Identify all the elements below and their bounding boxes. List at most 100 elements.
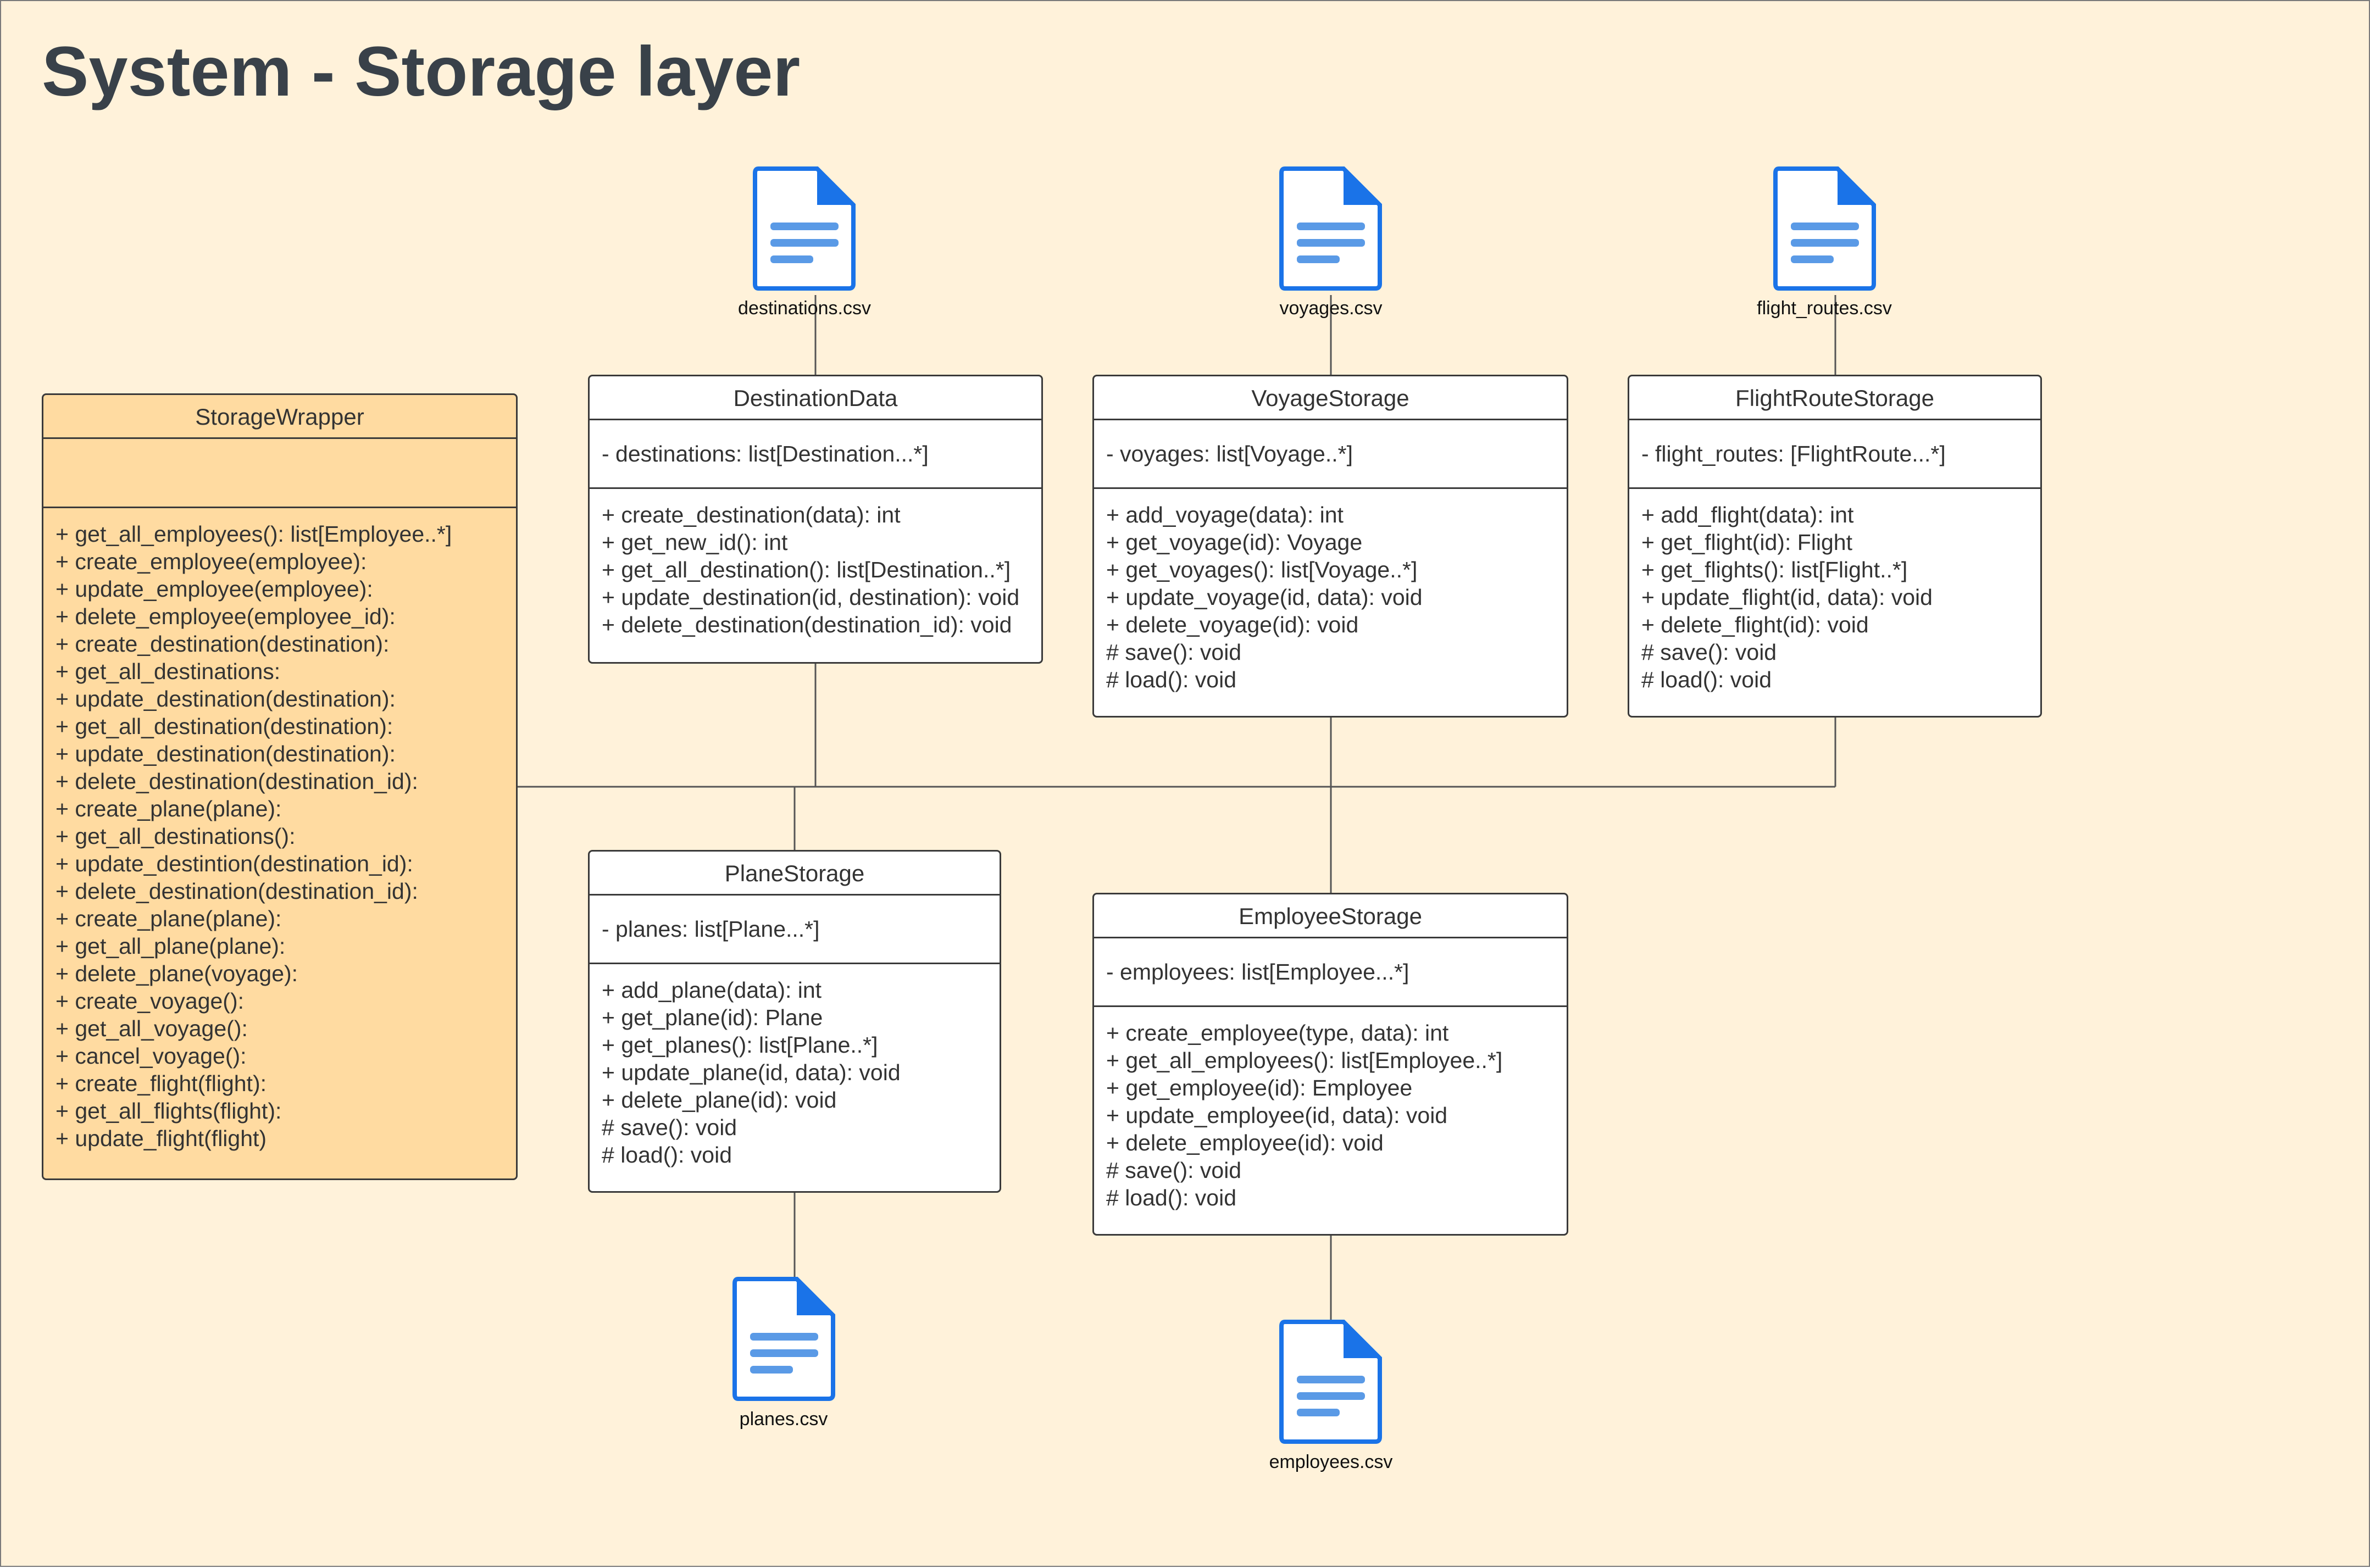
method: # save(): void bbox=[1641, 640, 1777, 665]
method: + cancel_voyage(): bbox=[55, 1043, 247, 1069]
method: + create_destination(data): int bbox=[602, 502, 901, 527]
method: + add_plane(data): int bbox=[602, 977, 822, 1003]
attribute: - destinations: list[Destination...*] bbox=[602, 441, 929, 466]
class-methods: + add_plane(data): int + get_plane(id): … bbox=[590, 964, 1000, 1169]
class-flight-route-storage: FlightRouteStorage - flight_routes: [Fli… bbox=[1628, 375, 2042, 718]
method: + delete_employee(employee_id): bbox=[55, 604, 396, 629]
file-employees bbox=[1279, 1320, 1382, 1444]
class-methods: + add_flight(data): int + get_flight(id)… bbox=[1629, 489, 2040, 693]
file-label-voyages: voyages.csv bbox=[1279, 298, 1383, 319]
class-attributes: - destinations: list[Destination...*] bbox=[590, 420, 1041, 489]
method: + delete_voyage(id): void bbox=[1106, 612, 1359, 637]
file-flight-routes bbox=[1773, 166, 1876, 291]
class-destination-data: DestinationData - destinations: list[Des… bbox=[588, 375, 1043, 664]
class-attributes: - planes: list[Plane...*] bbox=[590, 896, 1000, 964]
method: + get_new_id(): int bbox=[602, 530, 788, 555]
method: + create_plane(plane): bbox=[55, 796, 282, 821]
file-destinations bbox=[753, 166, 856, 291]
method: + get_all_voyage(): bbox=[55, 1016, 248, 1041]
method: + get_all_destination(): list[Destinatio… bbox=[602, 557, 1011, 582]
method: + delete_flight(id): void bbox=[1641, 612, 1869, 637]
method: + update_employee(id, data): void bbox=[1106, 1103, 1448, 1128]
class-name: EmployeeStorage bbox=[1094, 894, 1567, 938]
class-attributes: - voyages: list[Voyage..*] bbox=[1094, 420, 1567, 489]
method: + delete_destination(destination_id): bbox=[55, 769, 418, 794]
method: + add_flight(data): int bbox=[1641, 502, 1854, 527]
attribute: - planes: list[Plane...*] bbox=[602, 916, 820, 942]
method: + get_flights(): list[Flight..*] bbox=[1641, 557, 1908, 582]
class-methods: + get_all_employees(): list[Employee..*]… bbox=[43, 508, 516, 1152]
method: + create_plane(plane): bbox=[55, 906, 282, 931]
class-employee-storage: EmployeeStorage - employees: list[Employ… bbox=[1092, 893, 1568, 1236]
method: + get_voyage(id): Voyage bbox=[1106, 530, 1363, 555]
class-methods: + add_voyage(data): int + get_voyage(id)… bbox=[1094, 489, 1567, 693]
method: + get_voyages(): list[Voyage..*] bbox=[1106, 557, 1418, 582]
method: + update_voyage(id, data): void bbox=[1106, 585, 1423, 610]
method: # save(): void bbox=[1106, 1158, 1242, 1183]
method: + update_plane(id, data): void bbox=[602, 1060, 901, 1085]
method: + get_employee(id): Employee bbox=[1106, 1075, 1413, 1100]
method: # save(): void bbox=[602, 1115, 737, 1140]
method: + get_plane(id): Plane bbox=[602, 1005, 823, 1030]
file-label-destinations: destinations.csv bbox=[738, 298, 871, 319]
method: + delete_destination(destination_id): vo… bbox=[602, 612, 1012, 637]
method: + get_all_flights(flight): bbox=[55, 1098, 282, 1124]
method: + create_destination(destination): bbox=[55, 631, 390, 657]
file-planes bbox=[732, 1277, 835, 1401]
document-icon bbox=[1773, 166, 1876, 291]
method: + update_destination(destination): bbox=[55, 741, 396, 766]
method: + delete_employee(id): void bbox=[1106, 1130, 1384, 1155]
document-icon bbox=[1279, 166, 1382, 291]
method: + update_destination(destination): bbox=[55, 686, 396, 711]
class-name: DestinationData bbox=[590, 376, 1041, 420]
class-attributes: - employees: list[Employee...*] bbox=[1094, 938, 1567, 1007]
diagram-title: System - Storage layer bbox=[42, 32, 801, 111]
class-name: VoyageStorage bbox=[1094, 376, 1567, 420]
method: # load(): void bbox=[602, 1142, 732, 1167]
method: # load(): void bbox=[1106, 667, 1237, 692]
class-name: FlightRouteStorage bbox=[1629, 376, 2040, 420]
file-label-planes: planes.csv bbox=[739, 1409, 828, 1430]
method: + create_employee(employee): bbox=[55, 549, 367, 574]
method: + get_all_destinations(): bbox=[55, 824, 296, 849]
file-label-flight-routes: flight_routes.csv bbox=[1757, 298, 1892, 319]
attribute: - employees: list[Employee...*] bbox=[1106, 959, 1409, 985]
method: + delete_destination(destination_id): bbox=[55, 878, 418, 904]
method: + add_voyage(data): int bbox=[1106, 502, 1344, 527]
document-icon bbox=[1279, 1320, 1382, 1444]
attribute: - voyages: list[Voyage..*] bbox=[1106, 441, 1353, 466]
method: + delete_plane(id): void bbox=[602, 1087, 837, 1113]
method: + update_flight(flight) bbox=[55, 1126, 267, 1151]
method: + get_all_destinations: bbox=[55, 659, 281, 684]
method: + get_planes(): list[Plane..*] bbox=[602, 1032, 878, 1058]
method: # load(): void bbox=[1641, 667, 1772, 692]
class-name: PlaneStorage bbox=[590, 852, 1000, 896]
file-label-employees: employees.csv bbox=[1269, 1452, 1393, 1472]
class-voyage-storage: VoyageStorage - voyages: list[Voyage..*]… bbox=[1092, 375, 1568, 718]
method: + create_employee(type, data): int bbox=[1106, 1020, 1449, 1046]
method: + update_destination(id, destination): v… bbox=[602, 585, 1020, 610]
method: + get_all_plane(plane): bbox=[55, 933, 286, 959]
method: + create_voyage(): bbox=[55, 988, 244, 1014]
attribute: - flight_routes: [FlightRoute...*] bbox=[1641, 441, 1946, 466]
method: + get_all_employees(): list[Employee..*] bbox=[1106, 1048, 1503, 1073]
class-storage-wrapper: StorageWrapper + get_all_employees(): li… bbox=[42, 393, 518, 1180]
class-plane-storage: PlaneStorage - planes: list[Plane...*] +… bbox=[588, 850, 1001, 1193]
method: + create_flight(flight): bbox=[55, 1071, 267, 1096]
method: # load(): void bbox=[1106, 1185, 1237, 1210]
method: + update_destintion(destination_id): bbox=[55, 851, 413, 876]
method: # save(): void bbox=[1106, 640, 1242, 665]
class-methods: + create_destination(data): int + get_ne… bbox=[590, 489, 1041, 638]
class-attributes bbox=[43, 439, 516, 508]
method: + get_all_destination(destination): bbox=[55, 714, 393, 739]
method: + update_flight(id, data): void bbox=[1641, 585, 1933, 610]
method: + get_flight(id): Flight bbox=[1641, 530, 1852, 555]
class-methods: + create_employee(type, data): int + get… bbox=[1094, 1007, 1567, 1211]
document-icon bbox=[732, 1277, 835, 1401]
method: + update_employee(employee): bbox=[55, 576, 373, 602]
class-name: StorageWrapper bbox=[43, 395, 516, 439]
document-icon bbox=[753, 166, 856, 291]
method: + get_all_employees(): list[Employee..*] bbox=[55, 521, 452, 547]
